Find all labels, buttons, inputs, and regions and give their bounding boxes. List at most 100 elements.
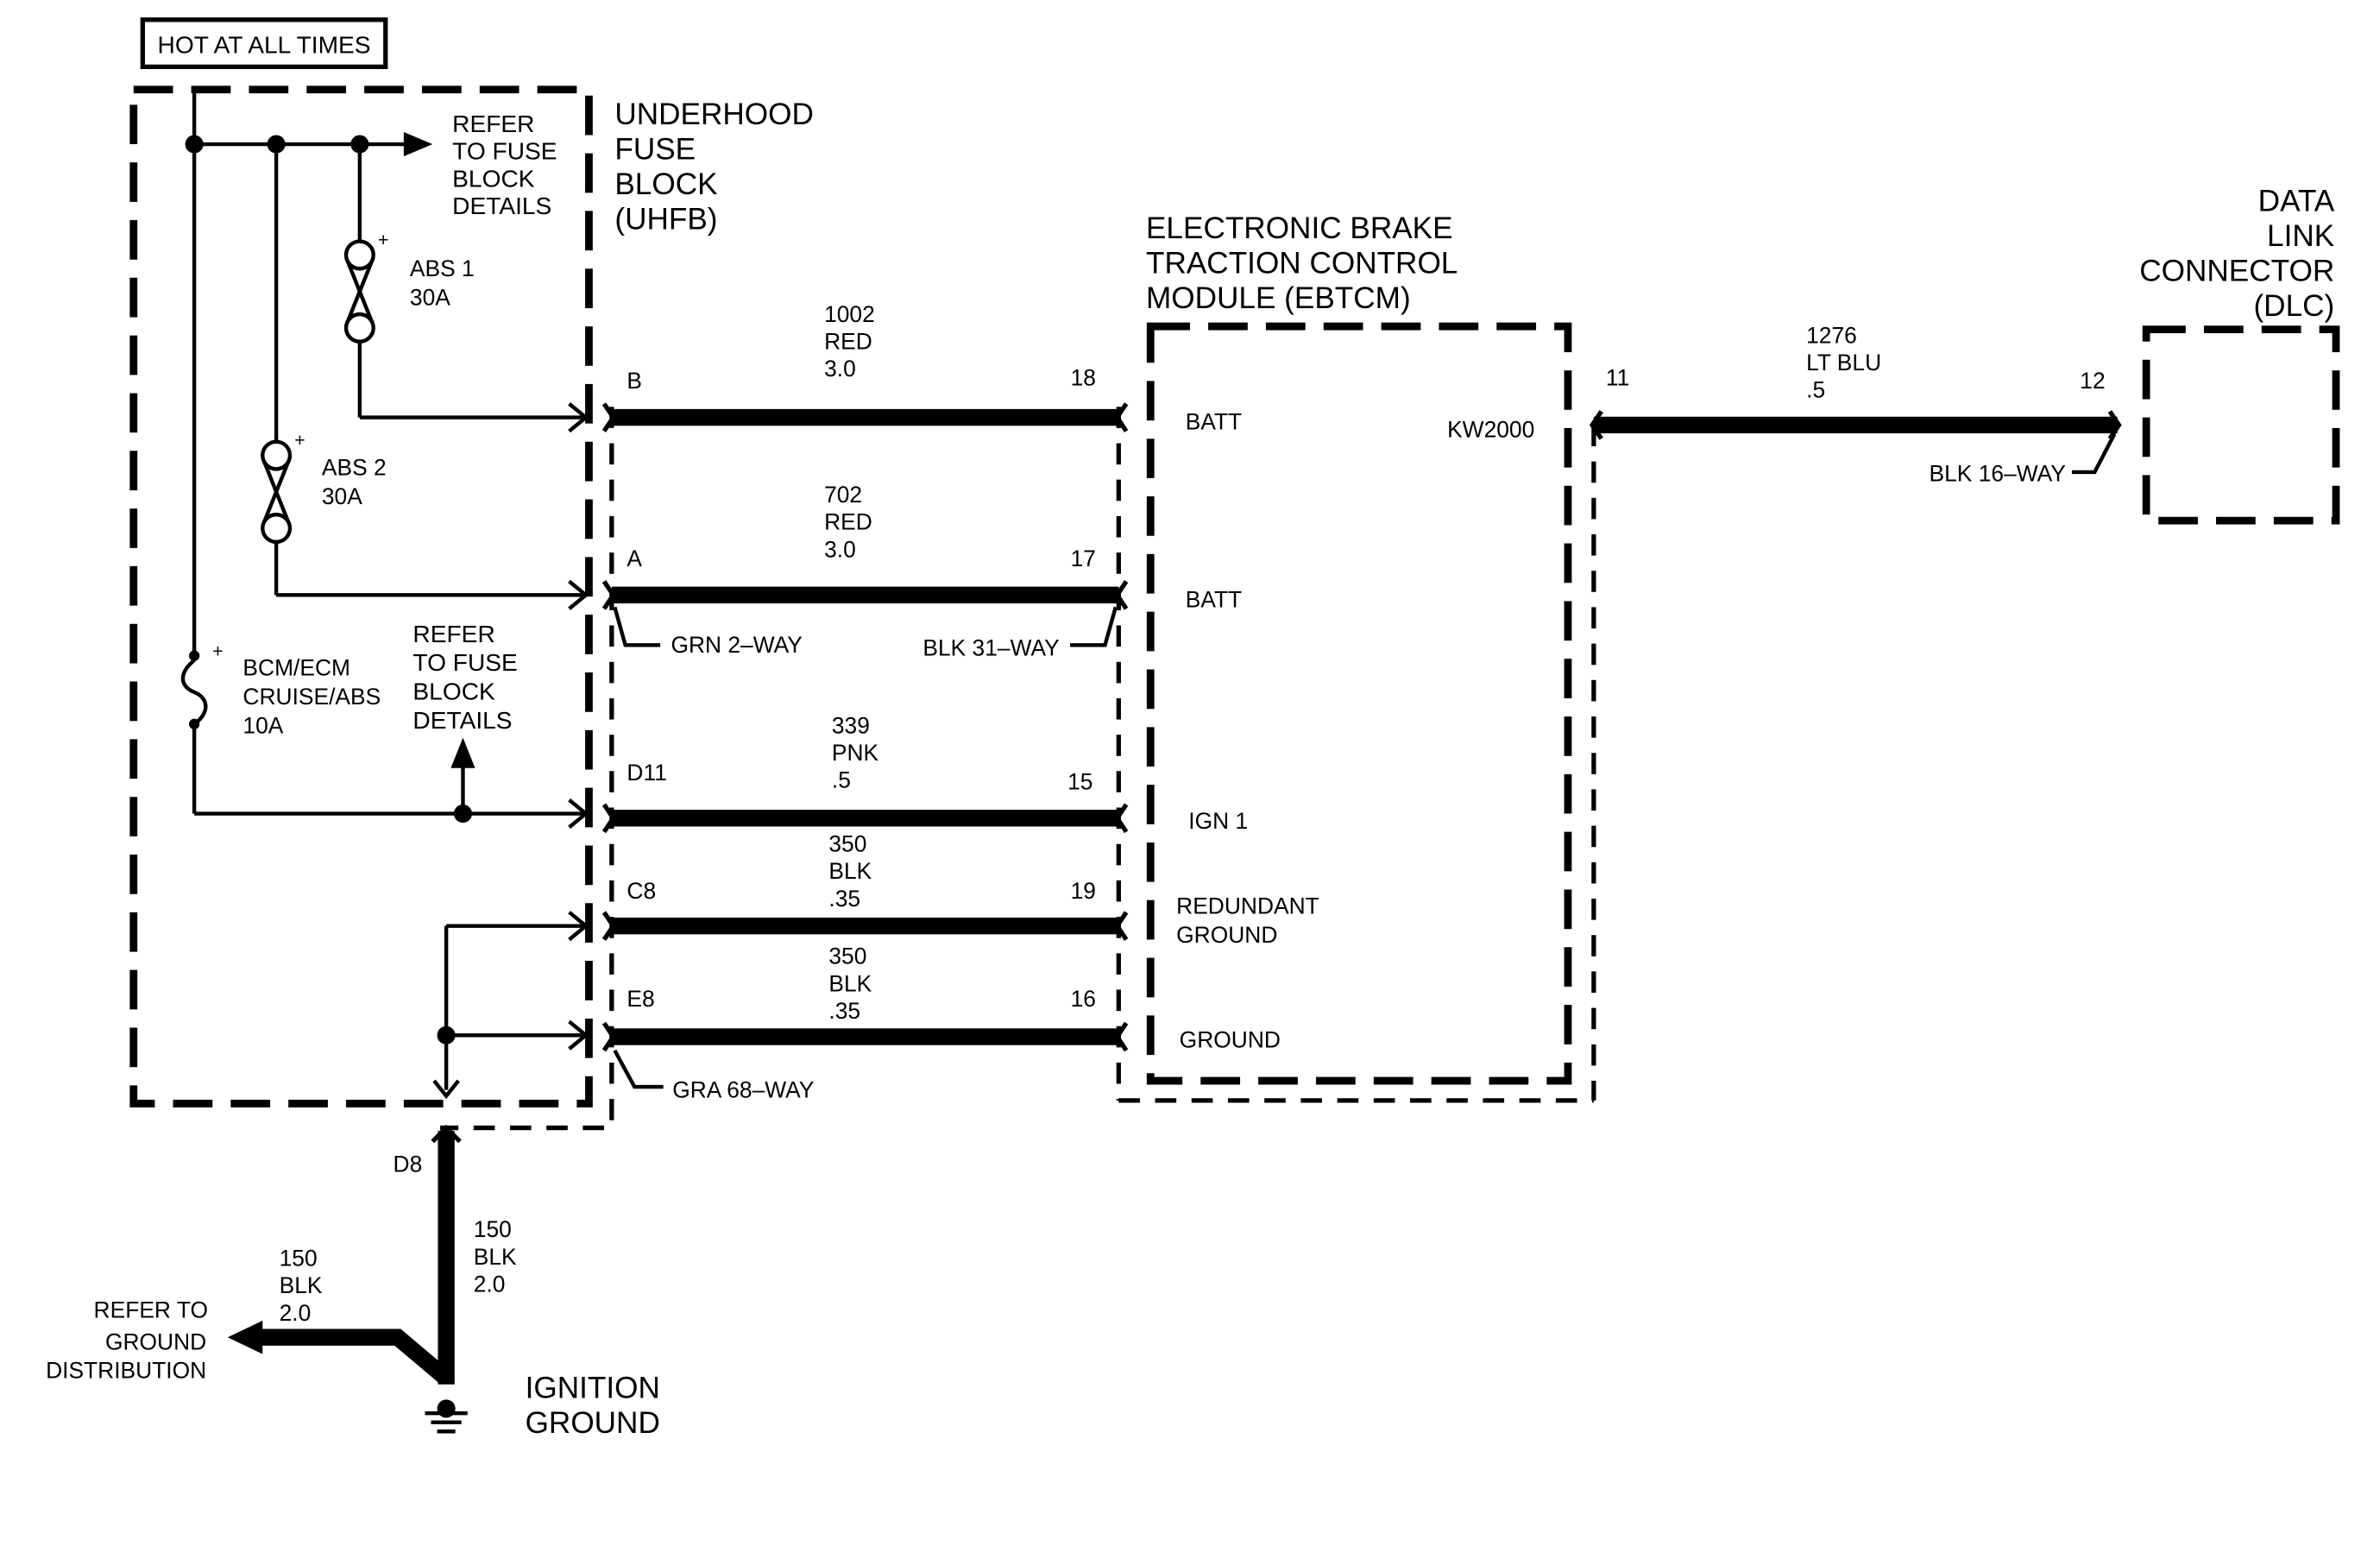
circuit-350-c8-label: 350 BLK .35: [828, 831, 872, 912]
refer-arrow-up-icon: [450, 737, 475, 768]
svg-text:BLK: BLK: [828, 858, 872, 884]
svg-text:.35: .35: [828, 998, 860, 1024]
svg-text:350: 350: [828, 943, 866, 969]
refer-top-2: TO FUSE: [452, 138, 557, 165]
pin-12-label: 12: [2080, 368, 2105, 394]
refer-ground-3: DISTRIBUTION: [46, 1358, 206, 1384]
svg-text:1276: 1276: [1806, 322, 1857, 348]
uhfb-title-1: UNDERHOOD: [614, 98, 814, 131]
fuse-abs1-rating: 30A: [410, 284, 450, 310]
pin-a-label: A: [626, 546, 642, 571]
hot-at-all-times-label: HOT AT ALL TIMES: [158, 32, 371, 59]
svg-text:BLK: BLK: [828, 970, 872, 996]
ignition-ground-title-2: GROUND: [526, 1406, 660, 1440]
refer-mid-1: REFER: [412, 621, 494, 647]
refer-arrow-right-icon: [403, 131, 433, 157]
svg-text:3.0: 3.0: [824, 356, 856, 382]
connector-gra68-label: GRA 68–WAY: [672, 1076, 815, 1102]
ebtcm-title-1: ELECTRONIC BRAKE: [1146, 211, 1453, 245]
pin-19-label: 19: [1071, 878, 1096, 904]
ground-down-arrow-icon: [432, 1079, 460, 1100]
svg-text:.35: .35: [828, 886, 860, 912]
svg-text:350: 350: [828, 831, 866, 857]
ebtcm-pin-redundant-2: GROUND: [1176, 922, 1277, 948]
ebtcm-pin-batt-1: BATT: [1186, 409, 1242, 435]
circuit-1002-label: 1002 RED 3.0: [824, 301, 875, 382]
dlc-title-2: LINK: [2267, 219, 2335, 253]
svg-text:2.0: 2.0: [474, 1271, 506, 1297]
pin-d11-label: D11: [626, 760, 666, 786]
svg-text:1002: 1002: [824, 301, 875, 327]
refer-mid-2: TO FUSE: [412, 649, 517, 676]
pin-a-arrow-icon: [568, 579, 589, 610]
circuit-350-e8-label: 350 BLK .35: [828, 943, 872, 1024]
ebtcm-title-2: TRACTION CONTROL: [1146, 247, 1458, 281]
svg-text:339: 339: [832, 712, 870, 738]
svg-text:BLK: BLK: [280, 1272, 323, 1298]
fuse-bcm-rating: 10A: [242, 712, 283, 738]
ebtcm-pin-kw2000: KW2000: [1447, 416, 1534, 442]
pin-15-label: 15: [1067, 768, 1092, 794]
svg-text:PNK: PNK: [832, 740, 879, 766]
uhfb-title-4: (UHFB): [614, 203, 717, 237]
svg-text:.5: .5: [1806, 377, 1825, 403]
refer-ground-2: GROUND: [105, 1328, 206, 1354]
ground-distribution-arrow-icon: [227, 1320, 263, 1354]
svg-text:.5: .5: [832, 767, 851, 793]
ebtcm-pin-redundant-1: REDUNDANT: [1176, 893, 1319, 919]
pin-11-label: 11: [1606, 365, 1629, 391]
ebtcm-title-3: MODULE (EBTCM): [1146, 281, 1411, 315]
fuse-bcm-name-2: CRUISE/ABS: [242, 684, 381, 710]
connector-grn-label: GRN 2–WAY: [671, 632, 803, 658]
ground-wiring: [227, 1124, 468, 1434]
connector-blk31-label: BLK 31–WAY: [922, 635, 1060, 661]
svg-text:150: 150: [280, 1246, 318, 1272]
harness-connector-outline: [440, 407, 1596, 1131]
svg-text:3.0: 3.0: [824, 536, 856, 562]
ground-symbol-icon: [425, 1410, 468, 1434]
fuse-abs2-name: ABS 2: [322, 454, 387, 480]
fuse-abs2-plus: +: [294, 431, 305, 451]
ebtcm-pin-batt-2: BATT: [1186, 586, 1242, 612]
svg-text:702: 702: [824, 482, 862, 508]
dlc-title-3: CONNECTOR: [2139, 254, 2334, 287]
fuse-bcm-plus: +: [212, 641, 223, 661]
refer-ground-1: REFER TO: [94, 1297, 208, 1322]
pin-b-label: B: [626, 368, 642, 394]
uhfb-internal-wiring: [180, 89, 589, 1100]
dlc-title-4: (DLC): [2253, 289, 2334, 323]
fuse-abs2-rating: 30A: [322, 483, 362, 509]
harness-wires: [601, 402, 2122, 1089]
pin-e8-label: E8: [626, 986, 654, 1012]
pin-18-label: 18: [1071, 365, 1096, 391]
pin-d11-arrow-icon: [568, 798, 589, 830]
ebtcm-pin-ground: GROUND: [1180, 1026, 1281, 1052]
dlc-box: [2142, 325, 2340, 525]
pin-c8-arrow-icon: [568, 911, 589, 942]
svg-text:BLK: BLK: [474, 1244, 517, 1270]
refer-top-1: REFER: [452, 110, 534, 137]
fuse-abs2-icon: [261, 439, 293, 544]
ebtcm-pin-ign1: IGN 1: [1188, 808, 1248, 834]
dlc-title-1: DATA: [2258, 184, 2335, 218]
refer-mid-3: BLOCK: [412, 678, 495, 705]
circuit-339-label: 339 PNK .5: [832, 712, 879, 792]
pin-16-label: 16: [1071, 986, 1096, 1012]
svg-text:LT BLU: LT BLU: [1806, 350, 1881, 375]
fuse-bcm-icon: [180, 650, 208, 729]
refer-top-3: BLOCK: [452, 165, 535, 192]
circuit-1276-label: 1276 LT BLU .5: [1806, 322, 1881, 402]
pin-17-label: 17: [1071, 546, 1096, 571]
circuit-150-branch-label: 150 BLK 2.0: [280, 1246, 323, 1326]
fuse-abs1-icon: [343, 239, 375, 344]
circuit-702-label: 702 RED 3.0: [824, 482, 872, 562]
ebtcm-box: [1146, 322, 1572, 1085]
fuse-bcm-name-1: BCM/ECM: [242, 655, 350, 681]
uhfb-title-2: FUSE: [614, 133, 696, 167]
svg-text:2.0: 2.0: [280, 1300, 312, 1326]
uhfb-box: [129, 85, 593, 1107]
pin-e8-arrow-icon: [568, 1019, 589, 1051]
svg-text:150: 150: [474, 1216, 512, 1242]
fuse-abs1-name: ABS 1: [410, 256, 475, 281]
